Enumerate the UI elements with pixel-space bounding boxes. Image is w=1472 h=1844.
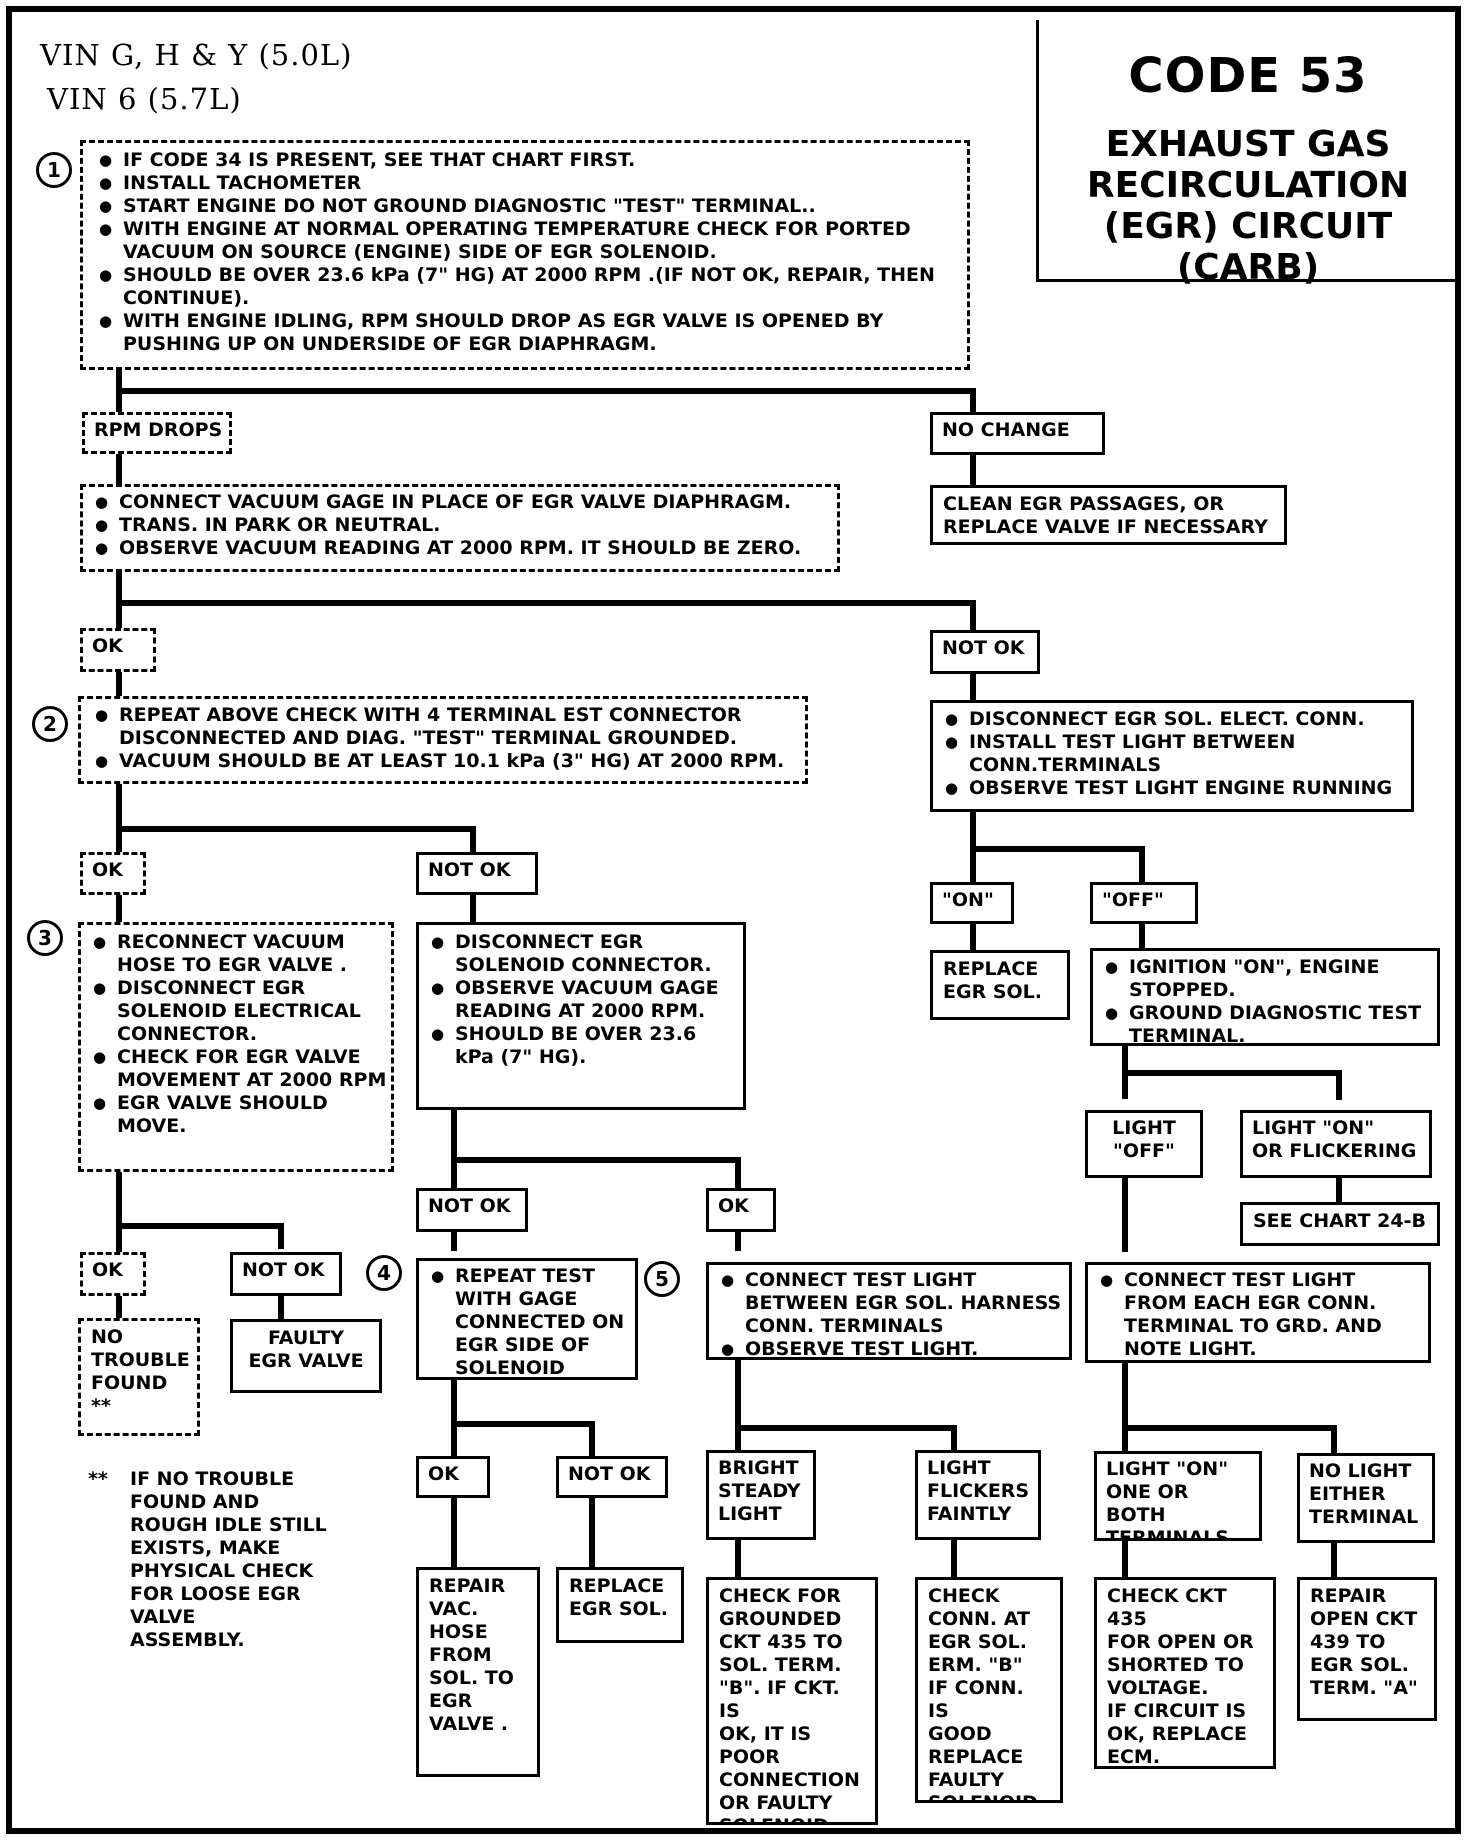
step-3-box: RECONNECT VACUUM HOSE TO EGR VALVE . DIS… — [78, 922, 394, 1172]
step-5-box: CONNECT TEST LIGHT BETWEEN EGR SOL. HARN… — [706, 1262, 1072, 1360]
footnote: ** IF NO TROUBLE FOUND AND ROUGH IDLE STI… — [88, 1468, 327, 1652]
disconnect-egr-sol-conn-item: DISCONNECT EGR SOLENOID CONNECTOR. — [425, 931, 739, 977]
connect-each-terminal-list: CONNECT TEST LIGHT FROM EACH EGR CONN. T… — [1094, 1269, 1424, 1360]
repair-vac-hose-box: REPAIR VAC. HOSE FROM SOL. TO EGR VALVE … — [416, 1567, 540, 1777]
step-2-item: VACUUM SHOULD BE AT LEAST 10.1 kPa (3" H… — [89, 750, 801, 773]
step-4-box: REPEAT TEST WITH GAGE CONNECTED ON EGR S… — [416, 1258, 638, 1380]
light-on-flickering-label: LIGHT "ON" OR FLICKERING — [1240, 1110, 1432, 1178]
step-5-list: CONNECT TEST LIGHT BETWEEN EGR SOL. HARN… — [715, 1269, 1065, 1357]
rpm-drops-label: RPM DROPS — [82, 412, 232, 454]
step-4-list: REPEAT TEST WITH GAGE CONNECTED ON EGR S… — [425, 1265, 631, 1377]
title-line-4: (CARB) — [1176, 247, 1320, 288]
step-3-marker: 3 — [27, 920, 63, 956]
title-line-1: EXHAUST GAS — [1105, 124, 1391, 165]
disconnect-sol-item: OBSERVE TEST LIGHT ENGINE RUNNING — [939, 777, 1407, 800]
ok-label-e: OK — [416, 1456, 490, 1498]
ignition-list: IGNITION "ON", ENGINE STOPPED. GROUND DI… — [1099, 956, 1433, 1043]
vacuum-gage-item: OBSERVE VACUUM READING AT 2000 RPM. IT S… — [89, 537, 833, 560]
clean-egr-box: CLEAN EGR PASSAGES, OR REPLACE VALVE IF … — [930, 485, 1287, 545]
not-ok-label-e: NOT OK — [556, 1456, 668, 1498]
not-ok-label-c: NOT OK — [416, 1188, 528, 1232]
step-3-item: EGR VALVE SHOULD MOVE. — [87, 1092, 387, 1138]
repair-open-ckt-box: REPAIR OPEN CKT 439 TO EGR SOL. TERM. "A… — [1297, 1577, 1437, 1721]
see-chart-box: SEE CHART 24-B — [1240, 1202, 1440, 1246]
check-grounded-ckt-box: CHECK FOR GROUNDED CKT 435 TO SOL. TERM.… — [706, 1577, 878, 1825]
not-ok-label-b: NOT OK — [416, 852, 538, 895]
disconnect-egr-sol-conn-list: DISCONNECT EGR SOLENOID CONNECTOR. OBSER… — [425, 931, 739, 1069]
title-line-3: (EGR) CIRCUIT — [1103, 206, 1393, 247]
step-2-marker: 2 — [32, 706, 68, 742]
connect-each-terminal-box: CONNECT TEST LIGHT FROM EACH EGR CONN. T… — [1085, 1262, 1431, 1363]
step-3-list: RECONNECT VACUUM HOSE TO EGR VALVE . DIS… — [87, 931, 387, 1138]
step-4-marker: 4 — [366, 1255, 402, 1291]
step-1-item: SHOULD BE OVER 23.6 kPa (7" HG) AT 2000 … — [93, 264, 961, 310]
step-3-item: CHECK FOR EGR VALVE MOVEMENT AT 2000 RPM — [87, 1046, 387, 1092]
no-change-label: NO CHANGE — [930, 412, 1105, 455]
step-5-item: CONNECT TEST LIGHT BETWEEN EGR SOL. HARN… — [715, 1269, 1065, 1338]
disconnect-egr-sol-conn-item: OBSERVE VACUUM GAGE READING AT 2000 RPM. — [425, 977, 739, 1023]
on-label: "ON" — [930, 882, 1014, 924]
connect-each-terminal-item: CONNECT TEST LIGHT FROM EACH EGR CONN. T… — [1094, 1269, 1424, 1360]
ok-label-b: OK — [80, 852, 146, 895]
light-on-one-or-both-label: LIGHT "ON" ONE OR BOTH TERMINALS. — [1094, 1451, 1262, 1541]
step-1-marker: 1 — [36, 152, 72, 188]
faulty-egr-valve-box: FAULTY EGR VALVE — [230, 1319, 382, 1393]
check-conn-box: CHECK CONN. AT EGR SOL. ERM. "B" IF CONN… — [915, 1577, 1063, 1803]
vacuum-gage-item: CONNECT VACUUM GAGE IN PLACE OF EGR VALV… — [89, 491, 833, 514]
vacuum-gage-box: CONNECT VACUUM GAGE IN PLACE OF EGR VALV… — [80, 484, 840, 572]
ignition-item: GROUND DIAGNOSTIC TEST TERMINAL. — [1099, 1002, 1433, 1043]
disconnect-egr-sol-conn-item: SHOULD BE OVER 23.6 kPa (7" HG). — [425, 1023, 739, 1069]
no-light-either-terminal-label: NO LIGHT EITHER TERMINAL — [1297, 1453, 1435, 1543]
vacuum-gage-list: CONNECT VACUUM GAGE IN PLACE OF EGR VALV… — [89, 491, 833, 560]
step-4-item: REPEAT TEST WITH GAGE CONNECTED ON EGR S… — [425, 1265, 631, 1377]
vacuum-gage-item: TRANS. IN PARK OR NEUTRAL. — [89, 514, 833, 537]
step-5-item: OBSERVE TEST LIGHT. — [715, 1338, 1065, 1357]
disconnect-sol-list: DISCONNECT EGR SOL. ELECT. CONN. INSTALL… — [939, 708, 1407, 800]
step-1-item: WITH ENGINE IDLING, RPM SHOULD DROP AS E… — [93, 310, 961, 356]
ok-label-c: OK — [706, 1188, 776, 1232]
disconnect-sol-box: DISCONNECT EGR SOL. ELECT. CONN. INSTALL… — [930, 700, 1414, 812]
footnote-text: IF NO TROUBLE FOUND AND ROUGH IDLE STILL… — [130, 1468, 327, 1651]
page-frame — [6, 6, 1461, 1834]
step-1-item: WITH ENGINE AT NORMAL OPERATING TEMPERAT… — [93, 218, 961, 264]
disconnect-egr-sol-conn-box: DISCONNECT EGR SOLENOID CONNECTOR. OBSER… — [416, 922, 746, 1110]
step-1-item: START ENGINE DO NOT GROUND DIAGNOSTIC "T… — [93, 195, 961, 218]
bright-steady-light-label: BRIGHT STEADY LIGHT — [706, 1450, 816, 1540]
no-trouble-found-box: NO TROUBLE FOUND ** — [78, 1318, 200, 1436]
title-box: CODE 53 EXHAUST GAS RECIRCULATION (EGR) … — [1036, 20, 1457, 288]
disconnect-sol-item: INSTALL TEST LIGHT BETWEEN CONN.TERMINAL… — [939, 731, 1407, 777]
check-ckt-435-box: CHECK CKT 435 FOR OPEN OR SHORTED TO VOL… — [1094, 1577, 1276, 1769]
step-1-item: IF CODE 34 IS PRESENT, SEE THAT CHART FI… — [93, 149, 961, 172]
vin-line-1: VIN G, H & Y (5.0L) — [40, 38, 353, 72]
step-1-box: IF CODE 34 IS PRESENT, SEE THAT CHART FI… — [80, 140, 970, 370]
title-line-2: RECIRCULATION — [1086, 165, 1410, 206]
light-off-label: LIGHT "OFF" — [1085, 1110, 1203, 1178]
not-ok-label-a: NOT OK — [930, 630, 1040, 674]
code-title: CODE 53 — [1128, 48, 1368, 104]
step-5-marker: 5 — [644, 1261, 680, 1297]
light-flickers-faintly-label: LIGHT FLICKERS FAINTLY — [915, 1450, 1041, 1540]
vin-line-2: VIN 6 (5.7L) — [47, 82, 242, 116]
footnote-mark: ** — [88, 1468, 108, 1490]
step-1-list: IF CODE 34 IS PRESENT, SEE THAT CHART FI… — [93, 149, 961, 356]
step-2-box: REPEAT ABOVE CHECK WITH 4 TERMINAL EST C… — [78, 696, 808, 784]
disconnect-sol-item: DISCONNECT EGR SOL. ELECT. CONN. — [939, 708, 1407, 731]
not-ok-label-d: NOT OK — [230, 1252, 342, 1296]
off-label: "OFF" — [1090, 882, 1198, 924]
ok-label-a: OK — [80, 628, 156, 672]
step-3-item: DISCONNECT EGR SOLENOID ELECTRICAL CONNE… — [87, 977, 387, 1046]
replace-egr-sol-box-a: REPLACE EGR SOL. — [930, 950, 1070, 1020]
step-3-item: RECONNECT VACUUM HOSE TO EGR VALVE . — [87, 931, 387, 977]
step-2-list: REPEAT ABOVE CHECK WITH 4 TERMINAL EST C… — [89, 704, 801, 773]
ignition-box: IGNITION "ON", ENGINE STOPPED. GROUND DI… — [1090, 948, 1440, 1046]
ok-label-d: OK — [80, 1252, 146, 1296]
replace-egr-sol-box-b: REPLACE EGR SOL. — [556, 1567, 684, 1643]
ignition-item: IGNITION "ON", ENGINE STOPPED. — [1099, 956, 1433, 1002]
step-2-item: REPEAT ABOVE CHECK WITH 4 TERMINAL EST C… — [89, 704, 801, 750]
step-1-item: INSTALL TACHOMETER — [93, 172, 961, 195]
